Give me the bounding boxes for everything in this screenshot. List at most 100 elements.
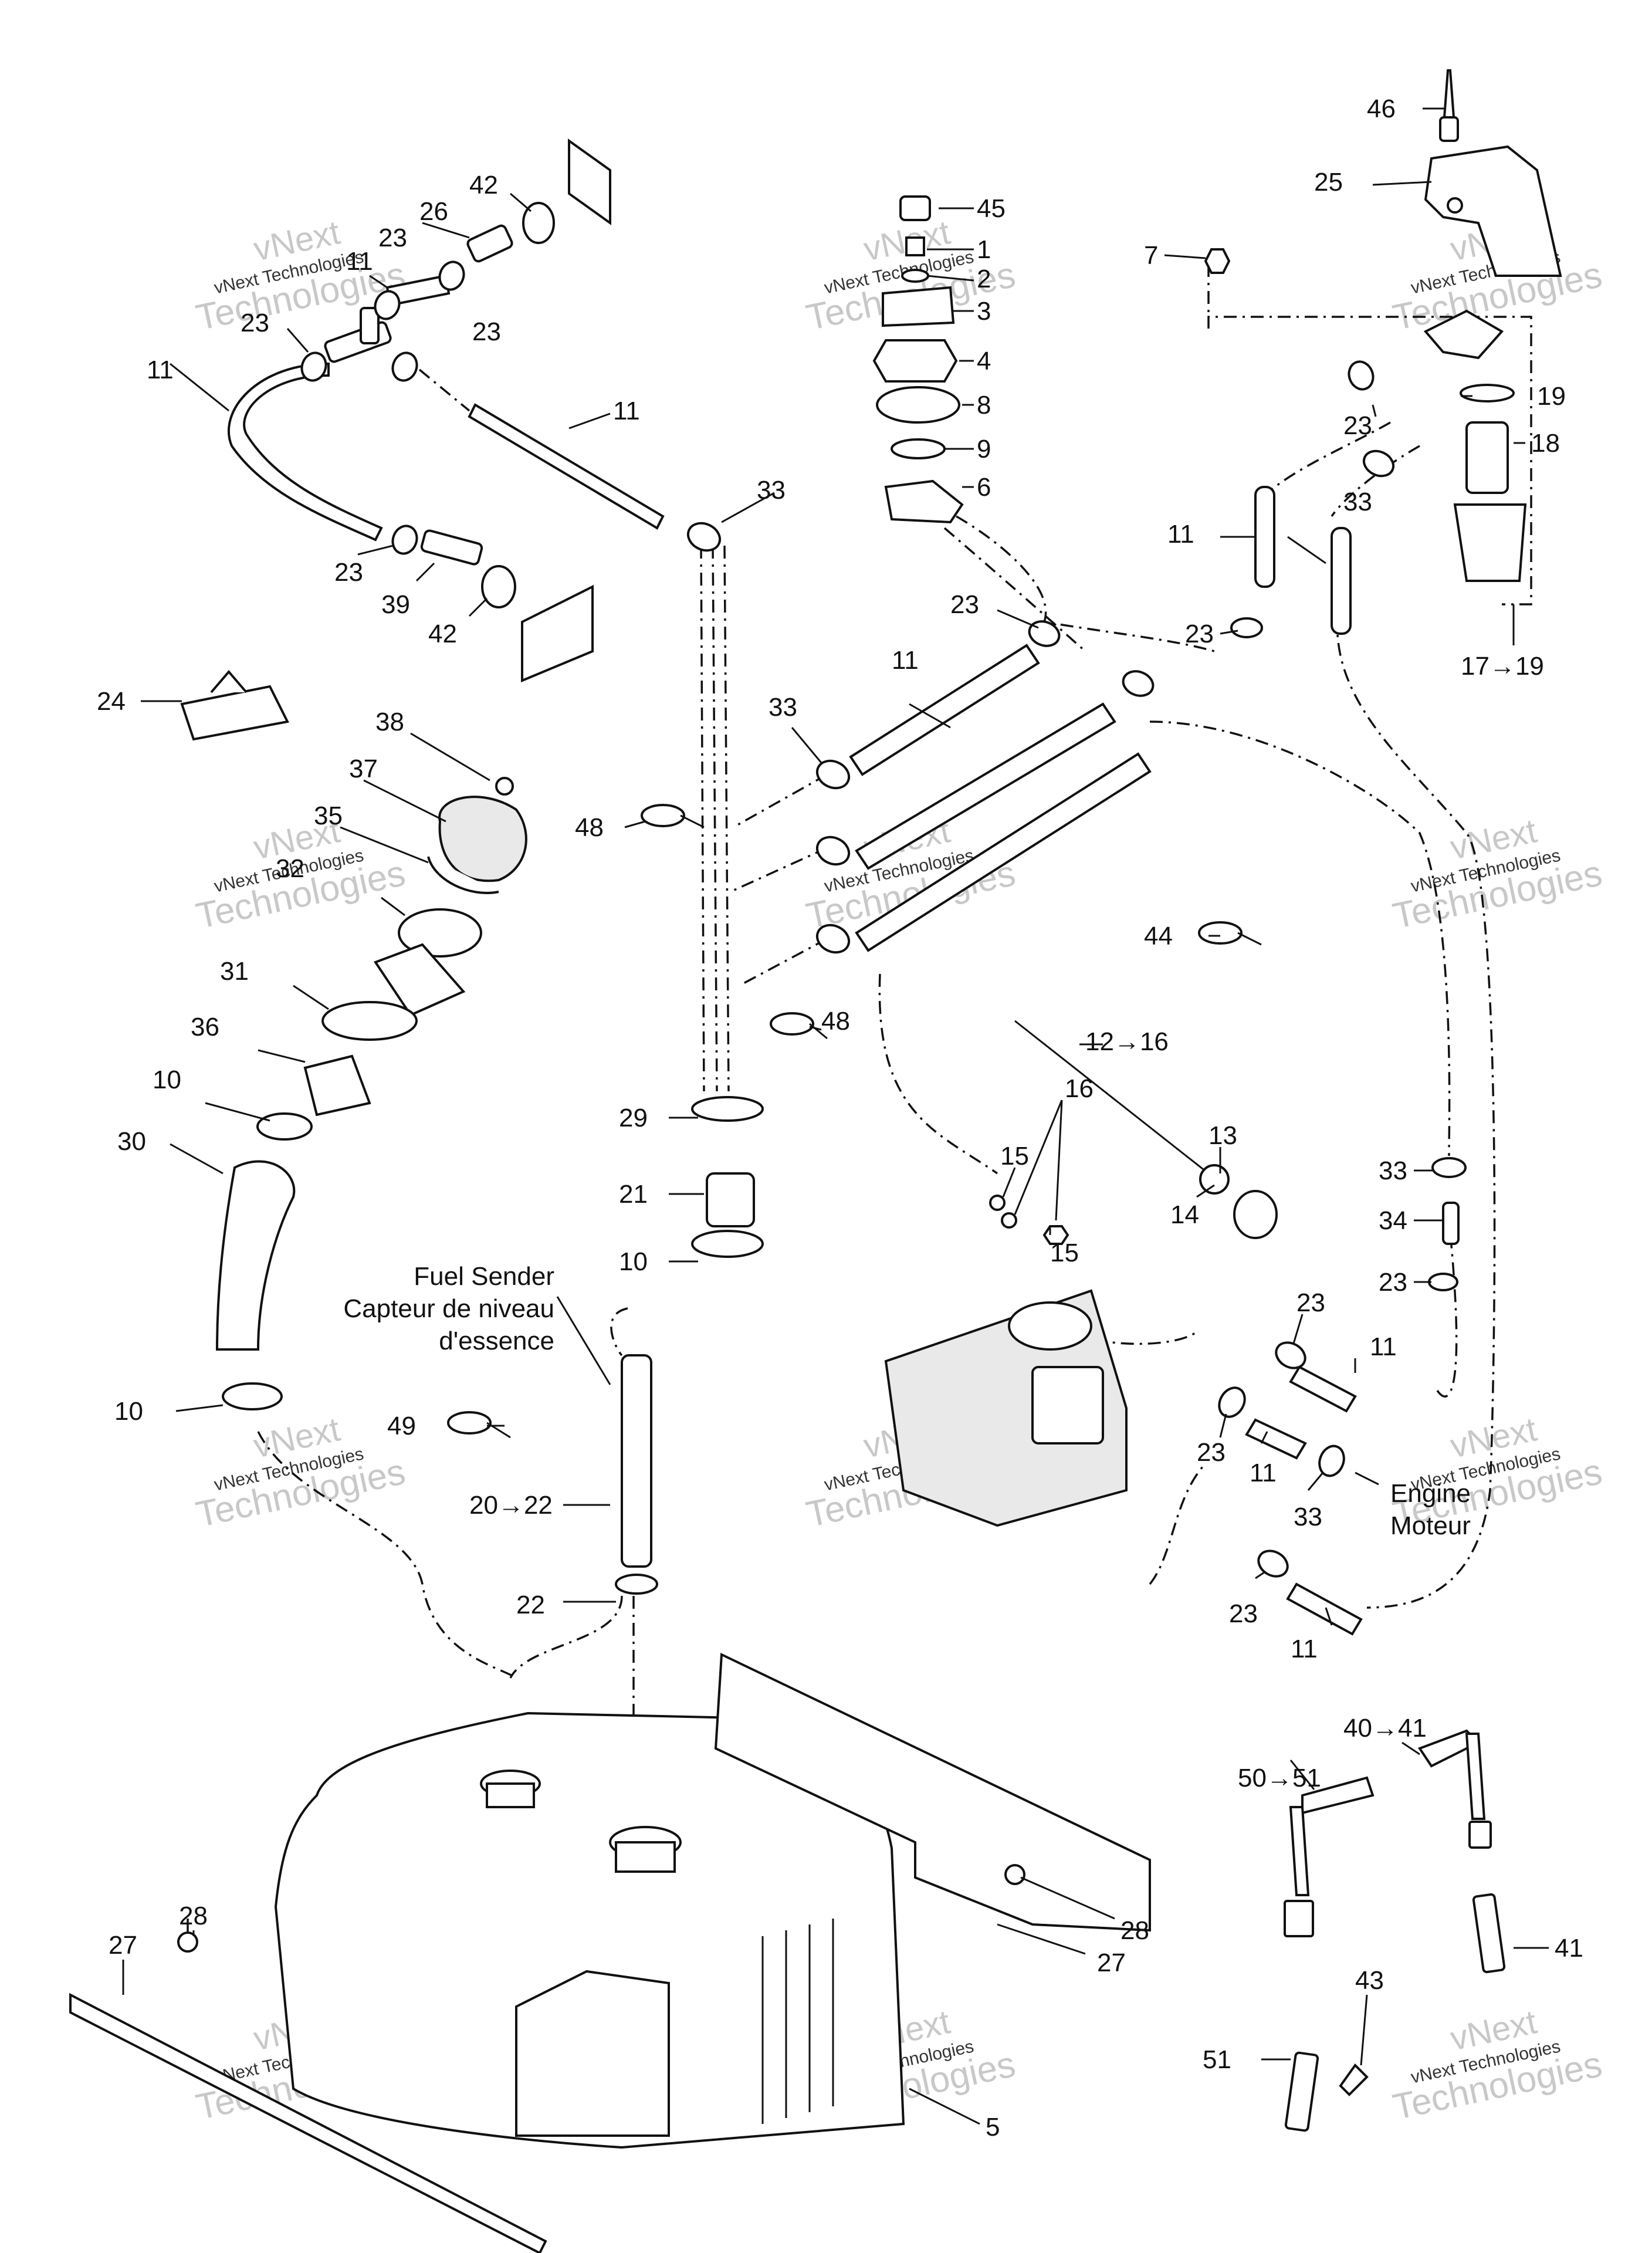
fuel-tank-part bbox=[274, 1711, 905, 2149]
fitting-part bbox=[1442, 1202, 1460, 1245]
callout-23: 23 bbox=[1185, 620, 1214, 648]
callout-20-22: 20→22 bbox=[469, 1491, 553, 1520]
callout-19: 19 bbox=[1537, 382, 1566, 411]
callout-4: 4 bbox=[977, 347, 991, 376]
hose-routing-lines bbox=[187, 264, 1532, 1942]
fuel-sender-fr-label-2: d'essence bbox=[439, 1327, 554, 1355]
callout-50-51: 50→51 bbox=[1238, 1764, 1321, 1792]
callout-37: 37 bbox=[349, 755, 378, 783]
annotation-fuel-sender: Fuel Sender Capteur de niveau d'essence bbox=[343, 1262, 554, 1355]
clamp-grommet-stack-part bbox=[691, 1096, 764, 1258]
callout-40-41: 40→41 bbox=[1343, 1714, 1427, 1743]
tank-strap-part bbox=[1284, 1729, 1506, 2132]
fitting-part bbox=[466, 224, 513, 263]
callout-10: 10 bbox=[619, 1247, 648, 1276]
callout-11: 11 bbox=[147, 356, 174, 384]
nut-part bbox=[1204, 248, 1231, 274]
callout-17-19: 17→19 bbox=[1461, 652, 1544, 681]
callout-24: 24 bbox=[97, 687, 126, 716]
callout-44: 44 bbox=[1144, 922, 1173, 950]
callout-38: 38 bbox=[375, 708, 404, 736]
callout-23: 23 bbox=[241, 309, 269, 337]
callout-45: 45 bbox=[977, 194, 1006, 223]
fuel-sender-part bbox=[615, 1354, 658, 1595]
callout-11: 11 bbox=[892, 646, 919, 675]
callout-33: 33 bbox=[769, 693, 797, 722]
mounting-bracket-part bbox=[1424, 145, 1562, 277]
watermark: vNext vNext Technologies Technologies bbox=[192, 1410, 408, 1535]
callout-49: 49 bbox=[387, 1412, 416, 1440]
callout-33: 33 bbox=[757, 476, 786, 505]
spring-clamp-part bbox=[686, 449, 1467, 1477]
callout-14: 14 bbox=[1170, 1200, 1199, 1229]
callout-30: 30 bbox=[117, 1127, 146, 1156]
callout-1: 1 bbox=[977, 235, 991, 264]
callout-34: 34 bbox=[1379, 1206, 1407, 1235]
hose-part bbox=[849, 486, 1352, 952]
callout-26: 26 bbox=[419, 197, 448, 226]
engine-fr-label: Moteur bbox=[1390, 1511, 1471, 1540]
callout-11: 11 bbox=[613, 397, 640, 425]
watermark: vNext vNext Technologies Technologies bbox=[1389, 811, 1605, 936]
callout-5: 5 bbox=[986, 2113, 1000, 2142]
carburetor-part bbox=[884, 1289, 1128, 1527]
callout-6: 6 bbox=[977, 473, 991, 502]
grommet-part bbox=[522, 138, 611, 244]
callout-labels: 46 25 7 45 1 2 3 4 8 9 6 19 18 17→19 23 … bbox=[97, 94, 1583, 2142]
callout-23: 23 bbox=[472, 317, 501, 346]
callout-39: 39 bbox=[381, 590, 410, 619]
callout-11: 11 bbox=[1370, 1332, 1397, 1361]
tank-bracket-part bbox=[69, 1652, 1151, 2253]
callout-33: 33 bbox=[1379, 1156, 1407, 1185]
callout-16: 16 bbox=[1065, 1074, 1094, 1103]
hose-clamp-part bbox=[1218, 1273, 1458, 1578]
tee-fitting-part bbox=[420, 529, 594, 682]
callout-23: 23 bbox=[1379, 1268, 1407, 1297]
callout-23: 23 bbox=[950, 590, 979, 619]
callout-7: 7 bbox=[1144, 241, 1158, 270]
callout-31: 31 bbox=[220, 957, 249, 986]
filler-cap-part bbox=[427, 777, 527, 894]
callout-12-16: 12→16 bbox=[1085, 1027, 1169, 1056]
fuel-sender-en-label: Fuel Sender bbox=[414, 1262, 554, 1291]
callout-11: 11 bbox=[346, 247, 373, 276]
hose-part bbox=[228, 274, 665, 542]
callout-28: 28 bbox=[1120, 1916, 1149, 1945]
callout-48: 48 bbox=[575, 813, 604, 842]
callout-42: 42 bbox=[469, 171, 498, 199]
callout-23: 23 bbox=[378, 224, 407, 252]
hose-clamp-part bbox=[300, 261, 1375, 697]
cable-tie-part bbox=[447, 804, 1262, 1439]
callout-22: 22 bbox=[516, 1591, 545, 1619]
callout-leaders bbox=[122, 107, 1549, 2125]
vent-tube-part bbox=[1439, 69, 1459, 142]
callout-15: 15 bbox=[1000, 1142, 1029, 1171]
callout-23: 23 bbox=[1343, 411, 1372, 440]
callout-23: 23 bbox=[1296, 1288, 1325, 1317]
fuel-sender-fr-label-1: Capteur de niveau bbox=[343, 1294, 554, 1323]
callout-10: 10 bbox=[153, 1065, 181, 1094]
choke-cable-part bbox=[989, 1020, 1278, 1245]
engine-en-label: Engine bbox=[1390, 1479, 1471, 1508]
fuel-valve-stack-part bbox=[872, 195, 964, 524]
hose-part bbox=[1245, 1365, 1363, 1636]
callout-8: 8 bbox=[977, 391, 991, 420]
callout-29: 29 bbox=[619, 1104, 648, 1132]
filler-hose-part bbox=[215, 1160, 296, 1410]
callout-35: 35 bbox=[314, 801, 343, 830]
callout-33: 33 bbox=[1294, 1503, 1322, 1531]
callout-27: 27 bbox=[1097, 1948, 1126, 1977]
callout-23: 23 bbox=[1197, 1438, 1226, 1467]
tee-fitting-part bbox=[324, 307, 392, 363]
callout-36: 36 bbox=[191, 1013, 219, 1041]
callout-3: 3 bbox=[977, 297, 991, 326]
callout-18: 18 bbox=[1531, 429, 1560, 458]
annotation-engine: Engine Moteur bbox=[1390, 1479, 1471, 1540]
callout-43: 43 bbox=[1355, 1966, 1384, 1995]
callout-51: 51 bbox=[1203, 2045, 1231, 2074]
callout-13: 13 bbox=[1208, 1121, 1237, 1150]
callout-15: 15 bbox=[1050, 1239, 1079, 1267]
callout-27: 27 bbox=[109, 1931, 137, 1960]
callout-46: 46 bbox=[1367, 94, 1396, 123]
